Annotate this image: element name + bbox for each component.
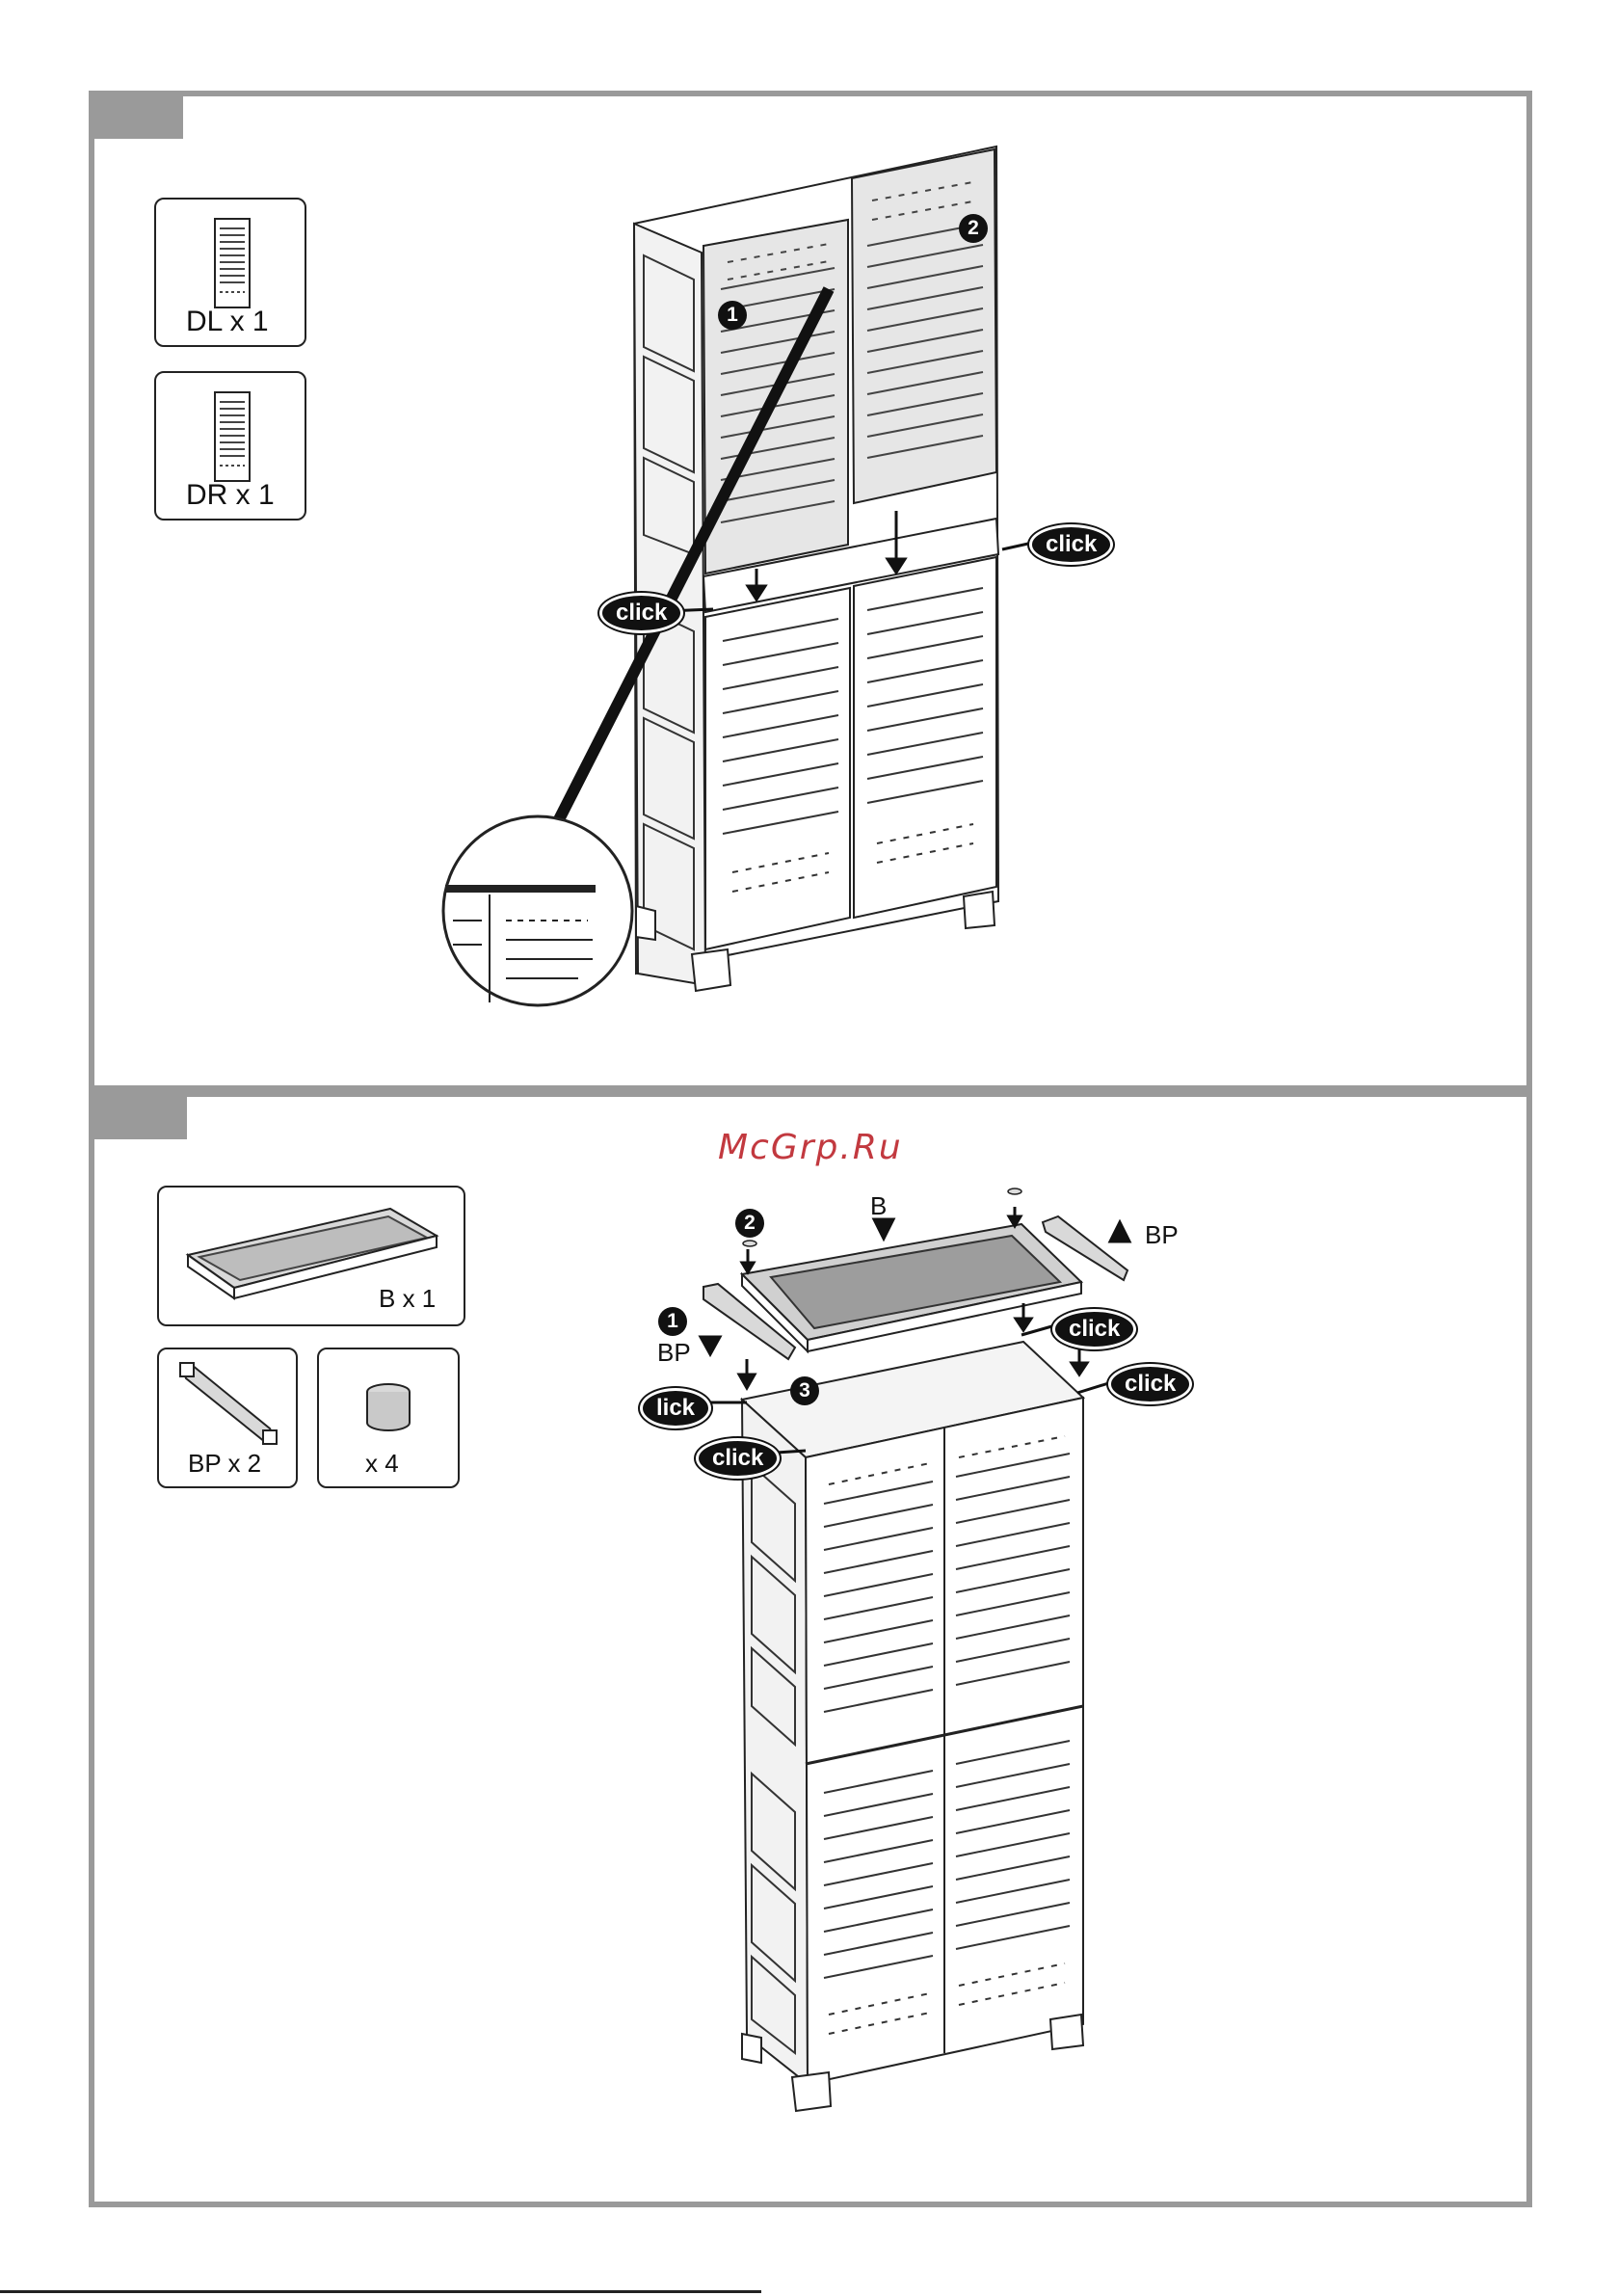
click-callout-top-right: click [1052,1309,1136,1349]
footer-rule [0,2290,761,2293]
label-b: B [870,1191,887,1221]
step-number-1-icon: 1 [658,1307,687,1336]
click-callout-left-cut: lick [640,1388,711,1428]
step-number-3-icon: 3 [790,1376,819,1405]
step-number-2-icon: 2 [735,1209,764,1238]
label-bp-right: BP [1145,1220,1179,1250]
label-bp-left: BP [657,1338,691,1368]
click-callout-left: click [696,1438,780,1479]
click-callout-right: click [1108,1364,1192,1404]
